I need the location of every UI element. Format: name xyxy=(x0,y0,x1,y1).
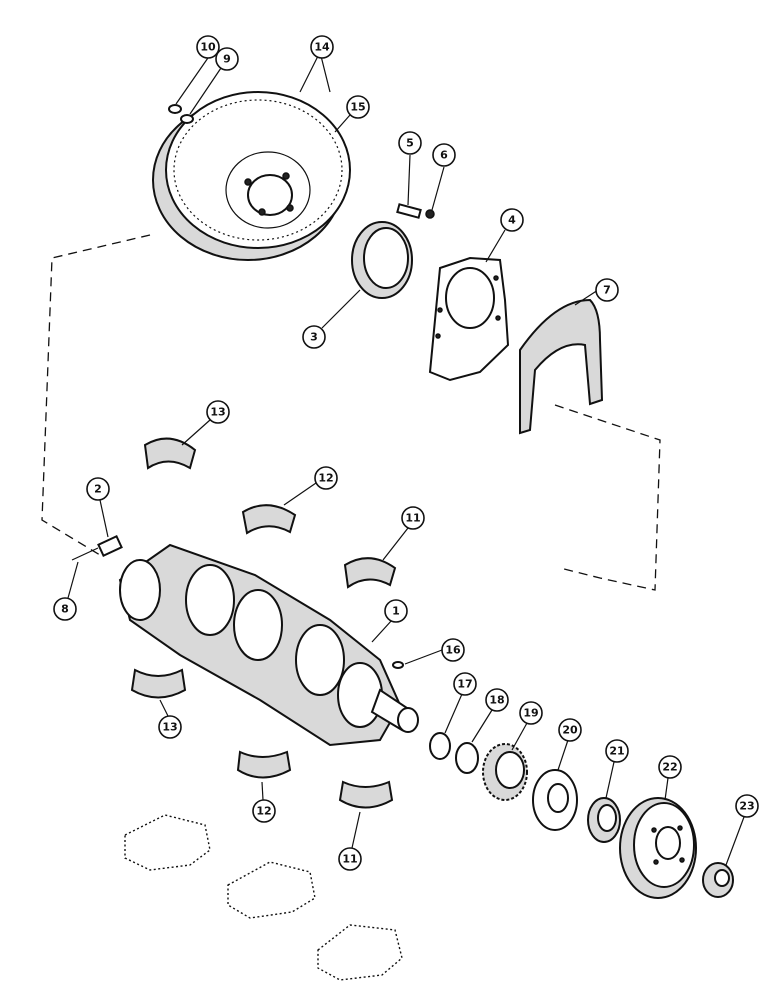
svg-text:19: 19 xyxy=(523,707,538,720)
svg-text:14: 14 xyxy=(314,41,330,54)
callout-15: 15 xyxy=(346,95,370,119)
gasket xyxy=(519,298,604,435)
svg-text:2: 2 xyxy=(94,483,102,496)
svg-text:10: 10 xyxy=(200,41,216,54)
svg-text:15: 15 xyxy=(350,101,365,114)
svg-text:12: 12 xyxy=(318,472,333,485)
lower-bearing-12 xyxy=(236,750,292,779)
thrust-washer xyxy=(429,732,451,760)
crankshaft xyxy=(118,543,419,747)
svg-text:16: 16 xyxy=(445,644,461,657)
callout-18: 18 xyxy=(485,688,509,712)
callout-22: 22 xyxy=(658,755,682,779)
woodruff-key xyxy=(392,661,404,669)
crankshaft-gear xyxy=(482,743,528,801)
svg-text:18: 18 xyxy=(489,694,504,707)
callout-11-upper: 11 xyxy=(401,506,425,530)
pulley-nut xyxy=(702,862,734,898)
callout-4: 4 xyxy=(500,208,524,232)
callout-12-upper: 12 xyxy=(314,466,338,490)
svg-text:3: 3 xyxy=(310,331,318,344)
lower-bearing-13 xyxy=(130,668,187,699)
callout-2: 2 xyxy=(86,477,110,501)
assembly-dashed-outline xyxy=(41,234,661,591)
upper-bearing-13 xyxy=(143,437,197,470)
callout-23: 23 xyxy=(735,794,759,818)
svg-text:13: 13 xyxy=(210,406,225,419)
front-seal xyxy=(587,797,621,843)
svg-text:22: 22 xyxy=(662,761,677,774)
svg-text:12: 12 xyxy=(256,805,271,818)
callout-1: 1 xyxy=(384,599,408,623)
spacer-ring xyxy=(455,742,479,774)
callout-10: 10 xyxy=(196,35,220,59)
svg-text:11: 11 xyxy=(342,853,357,866)
callout-17: 17 xyxy=(453,672,477,696)
callout-8: 8 xyxy=(53,597,77,621)
stud xyxy=(71,547,99,561)
oil-slinger xyxy=(532,769,578,831)
svg-text:1: 1 xyxy=(392,605,400,618)
leader-lines xyxy=(67,51,745,866)
svg-text:11: 11 xyxy=(405,512,420,525)
lower-bearing-11 xyxy=(338,780,394,809)
callout-16: 16 xyxy=(441,638,465,662)
callout-13-lower: 13 xyxy=(158,715,182,739)
callout-14: 14 xyxy=(310,35,334,59)
svg-text:9: 9 xyxy=(223,53,231,66)
seal-retainer xyxy=(428,256,510,382)
svg-text:17: 17 xyxy=(457,678,472,691)
callout-6: 6 xyxy=(432,143,456,167)
svg-text:6: 6 xyxy=(440,149,448,162)
svg-text:5: 5 xyxy=(406,137,414,150)
svg-text:7: 7 xyxy=(603,284,611,297)
callout-11-lower: 11 xyxy=(338,847,362,871)
svg-text:13: 13 xyxy=(162,721,177,734)
svg-text:23: 23 xyxy=(739,800,754,813)
callout-12-lower: 12 xyxy=(252,799,276,823)
callout-3: 3 xyxy=(302,325,326,349)
svg-text:4: 4 xyxy=(508,214,516,227)
bolt-and-washer xyxy=(396,203,435,219)
upper-bearing-11 xyxy=(343,557,397,589)
svg-text:21: 21 xyxy=(609,745,624,758)
callout-9: 9 xyxy=(215,47,239,71)
flywheel xyxy=(152,91,351,261)
flywheel-bolt-nuts xyxy=(168,104,194,124)
crankshaft-pulley xyxy=(619,797,697,899)
rear-seal xyxy=(351,221,413,299)
upper-bearing-12 xyxy=(241,504,297,535)
callout-20: 20 xyxy=(558,718,582,742)
svg-text:8: 8 xyxy=(61,603,69,616)
dowel-pin xyxy=(97,535,123,557)
callout-21: 21 xyxy=(605,739,629,763)
callout-13-upper: 13 xyxy=(206,400,230,424)
callout-5: 5 xyxy=(398,131,422,155)
callout-7: 7 xyxy=(595,278,619,302)
callout-19: 19 xyxy=(519,701,543,725)
svg-text:20: 20 xyxy=(562,724,578,737)
main-bearing-caps xyxy=(124,814,403,981)
